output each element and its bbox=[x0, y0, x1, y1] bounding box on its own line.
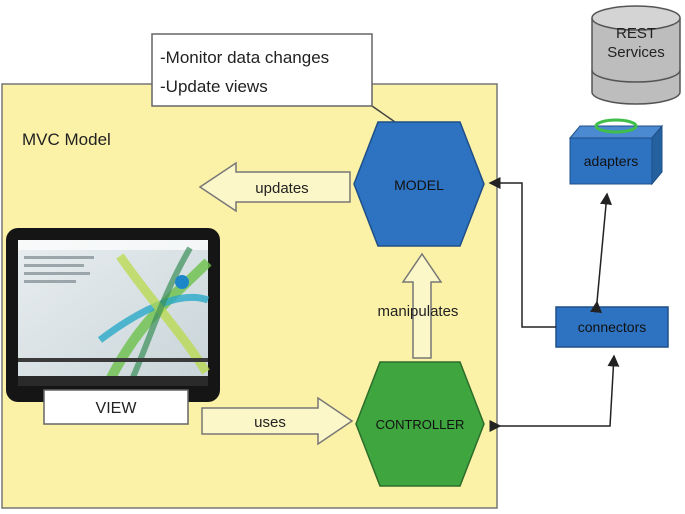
manipulates-arrow bbox=[401, 252, 443, 359]
model-label: MODEL bbox=[394, 177, 444, 193]
rest-label: REST bbox=[616, 25, 656, 42]
connectors-to-controller-link bbox=[489, 354, 620, 432]
note-line-2: -Update views bbox=[160, 77, 268, 96]
connectors-to-model-link bbox=[488, 177, 556, 328]
rest-services-cylinder bbox=[591, 5, 681, 105]
connectors-to-adapters-link bbox=[590, 192, 613, 314]
connectors-label: connectors bbox=[578, 319, 646, 335]
adapters-label: adapters bbox=[584, 153, 638, 169]
model-hexagon bbox=[353, 121, 485, 247]
adapter-sync-ring-icon bbox=[594, 118, 638, 134]
services-label: Services bbox=[607, 44, 665, 61]
uses-label: uses bbox=[254, 414, 286, 431]
adapters-box bbox=[568, 124, 664, 186]
note-line-1: -Monitor data changes bbox=[160, 48, 329, 67]
controller-hexagon bbox=[355, 361, 485, 487]
manipulates-label: manipulates bbox=[378, 303, 459, 320]
mvc-model-label: MVC Model bbox=[22, 130, 111, 149]
controller-label: CONTROLLER bbox=[376, 417, 465, 432]
view-label: VIEW bbox=[96, 400, 138, 417]
note-pointer bbox=[371, 105, 396, 123]
note-box bbox=[151, 33, 373, 107]
uses-arrow bbox=[201, 396, 354, 446]
tablet-image bbox=[6, 228, 220, 402]
updates-arrow bbox=[198, 161, 351, 213]
view-box bbox=[43, 389, 189, 425]
updates-label: updates bbox=[255, 180, 308, 197]
